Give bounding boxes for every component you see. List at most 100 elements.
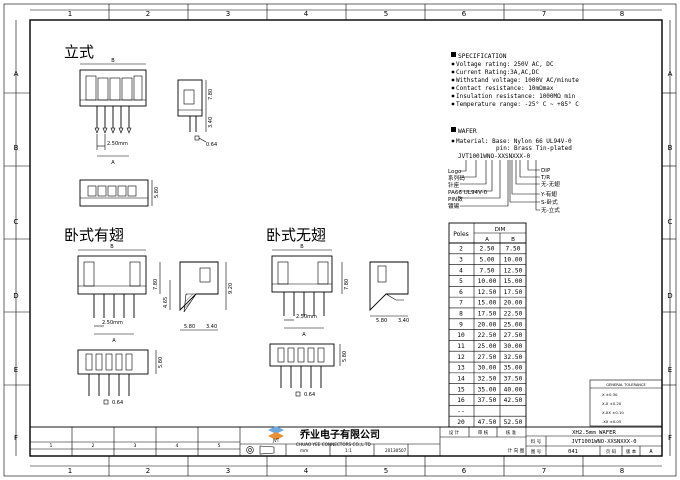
unit-value: mm xyxy=(300,448,308,453)
table-header-b: B xyxy=(511,237,515,243)
table-cell-poles: 8 xyxy=(459,311,463,318)
wafer-material: Material: Base: Nylon 66 UL94V-0 xyxy=(456,138,572,145)
dim-b-ear: B xyxy=(110,244,114,250)
wafer-heading: WAFER xyxy=(458,128,477,135)
table-cell-poles: 9 xyxy=(459,321,463,328)
dim-064-ear: 0.64 xyxy=(112,400,123,406)
wafer-label: 系列码 xyxy=(448,174,465,182)
col-label: 7 xyxy=(542,10,546,18)
wafer-pin: pin: Brass Tin-plated xyxy=(496,145,572,152)
wafer-label: PIN数 xyxy=(448,195,463,203)
tolerance-block: GENERAL TOLERANCE X ±0.30 X.X ±0.20 X.XX… xyxy=(589,379,663,427)
col-label: 6 xyxy=(462,467,467,475)
table-cell-a: 25.00 xyxy=(478,343,497,350)
table-cell-poles: 13 xyxy=(457,365,465,372)
col-label: 3 xyxy=(226,467,230,475)
table-cell-b: 25.00 xyxy=(504,321,523,328)
table-cell-a: 7.50 xyxy=(480,267,495,274)
company-name-cn: 乔业电子有限公司 xyxy=(299,428,380,441)
horizontal-ear-title: 卧式有翅 xyxy=(64,226,124,244)
col-label: 5 xyxy=(384,467,388,475)
table-cell-a: 37.50 xyxy=(478,397,497,404)
sheet-value: 041 xyxy=(568,449,578,455)
tolerance-line: X ±0.30 xyxy=(602,392,618,397)
dim-780-noear: 7.80 xyxy=(344,279,350,290)
table-cell-b: 15.00 xyxy=(504,278,523,285)
col-label: 2 xyxy=(146,10,150,18)
rev-col: 1 xyxy=(50,443,53,449)
company-name-en: CHUAO YEE CONNECTORS CO.,L TD xyxy=(296,442,371,447)
wafer-leader-lines xyxy=(460,160,540,211)
horizontal-noear-bottom-view: 5.80 0.64 xyxy=(269,343,348,398)
wafer-label: 镀锡 xyxy=(448,202,460,210)
table-cell-b: 12.50 xyxy=(504,267,523,274)
dim-250-vertical: 2.50mm xyxy=(107,141,128,147)
table-cell-a: 2.50 xyxy=(480,246,495,253)
h-design: 设 计 xyxy=(449,429,460,436)
logo-text: JVT xyxy=(272,438,280,443)
table-cell-poles: 5 xyxy=(459,278,463,285)
table-cell-b: 52.50 xyxy=(504,419,523,426)
dim-780-ear: 7.80 xyxy=(153,279,159,290)
dim-920-ear: 9.20 xyxy=(228,283,234,294)
row-label: F xyxy=(668,434,672,442)
horizontal-ear-bottom-view: 5.80 0.64 xyxy=(77,349,164,406)
wafer-part-number: JVT1001WNO-XXSNXXX-0 xyxy=(458,153,531,160)
table-cell-poles: 16 xyxy=(457,397,465,404)
wafer-label: 无-无翅 xyxy=(541,180,560,188)
tolerance-line: X.XX ±0.10 xyxy=(602,410,624,415)
table-cell-poles: 4 xyxy=(459,267,463,274)
h-drawno: 图 号 xyxy=(531,449,542,455)
table-cell-poles: 2 xyxy=(459,246,463,253)
logo-icon xyxy=(268,426,284,434)
bottom-column-labels: 1 2 3 4 5 6 7 8 xyxy=(68,467,624,475)
rev-col: 2 xyxy=(92,443,95,449)
table-cell-poles: 20 xyxy=(457,419,465,426)
spec-line: Voltage rating: 250V AC, DC xyxy=(456,61,554,68)
col-label: 4 xyxy=(304,10,309,18)
dim-250-noear: 2.50mm xyxy=(296,314,317,320)
col-label: 3 xyxy=(226,10,230,18)
wafer-block: WAFER Material: Base: Nylon 66 UL94V-0 p… xyxy=(448,127,572,214)
table-cell-poles: 12 xyxy=(457,354,465,361)
dim-b: B xyxy=(111,58,115,64)
spec-line: Current Rating:3A,AC,DC xyxy=(456,69,539,76)
col-label: 6 xyxy=(462,10,467,18)
dim-465-ear: 4.65 xyxy=(163,297,169,308)
spec-heading: SPECIFICATION xyxy=(458,53,507,60)
table-cell-poles: -- xyxy=(457,408,464,415)
table-header-poles: Poles xyxy=(453,231,469,238)
dim-580-ear-bottom: 5.80 xyxy=(158,357,164,368)
part-number: JVT1001WNO-XXSNXXX-0 xyxy=(572,439,637,445)
version-value: A xyxy=(649,449,653,455)
vertical-side-view: 7.80 3.40 0.64 xyxy=(177,79,217,148)
wafer-label: DIP xyxy=(541,168,551,174)
top-column-labels: 1 2 3 4 5 6 7 8 xyxy=(68,10,624,18)
drawing-title: XH2.5mm WAFER xyxy=(572,430,616,436)
table-cell-b: 22.50 xyxy=(504,311,523,318)
dim-340-ear: 3.40 xyxy=(206,324,217,330)
row-label: C xyxy=(668,218,673,226)
vertical-bottom-view: 5.80 xyxy=(79,179,160,207)
row-label: B xyxy=(668,144,673,152)
h-sheet: 页 码 xyxy=(606,448,617,455)
table-header-a: A xyxy=(485,237,489,243)
table-cell-b: 17.50 xyxy=(504,289,523,296)
part-label: 料 号 xyxy=(531,438,542,445)
table-cell-a: 12.50 xyxy=(478,289,497,296)
table-cell-b: 10.00 xyxy=(504,256,523,263)
projection-symbol xyxy=(246,445,275,455)
row-label: C xyxy=(14,218,19,226)
dim-a-vertical: A xyxy=(111,160,115,166)
col-label: 2 xyxy=(146,467,150,475)
row-labels-right: A B C D E F xyxy=(667,70,672,442)
scale-value: 1:1 xyxy=(345,448,352,453)
dim-a-ear: A xyxy=(112,338,116,344)
spec-line: Contact resistance: 10mΩmax xyxy=(456,85,554,92)
row-label: A xyxy=(668,70,673,78)
table-cell-b: 40.00 xyxy=(504,386,523,393)
table-cell-a: 32.50 xyxy=(478,375,497,382)
rev-col: 4 xyxy=(176,443,179,449)
